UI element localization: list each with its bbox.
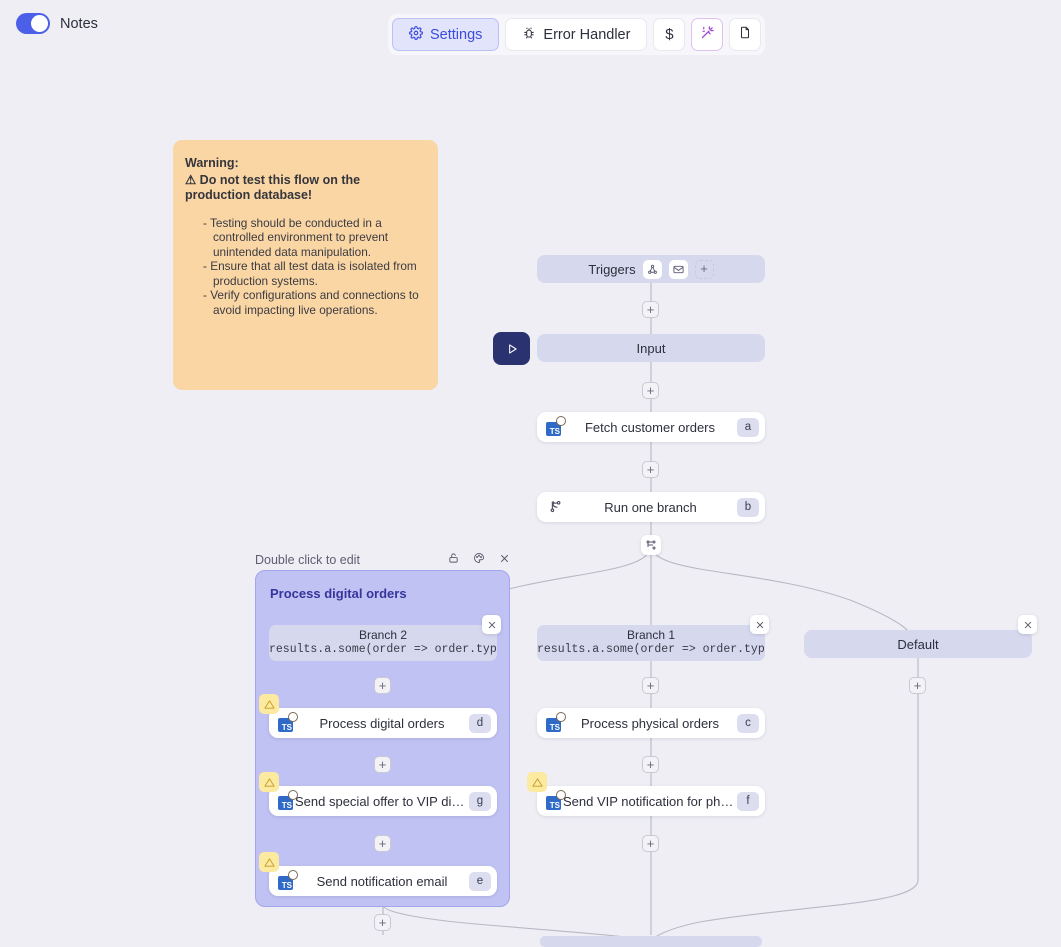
webhook-icon[interactable] [642, 259, 662, 279]
branch-split-icon[interactable] [641, 535, 661, 555]
remove-branch-button[interactable] [1018, 615, 1037, 634]
notes-label: Notes [60, 15, 98, 32]
notes-toggle-group[interactable]: Notes [16, 13, 98, 34]
cost-button[interactable]: $ [653, 18, 686, 51]
typescript-icon: TS [278, 789, 298, 810]
run-flow-button[interactable] [493, 332, 530, 365]
typescript-icon: TS [546, 711, 566, 732]
node-badge: c [737, 713, 759, 733]
add-node-button[interactable]: + [642, 461, 659, 478]
typescript-icon: TS [278, 869, 298, 890]
node-send-notification-email[interactable]: TS Send notification email e [259, 852, 497, 896]
branch-expression: results.a.some(order => order.type [537, 643, 765, 656]
branch-icon [548, 499, 564, 515]
add-node-button[interactable]: + [642, 677, 659, 694]
magic-wand-button[interactable] [691, 18, 724, 51]
email-icon[interactable] [668, 259, 688, 279]
node-badge: f [737, 791, 759, 811]
gear-icon [409, 25, 423, 44]
typescript-icon: TS [546, 415, 566, 436]
group-title: Process digital orders [270, 586, 407, 601]
node-label: Send VIP notification for physical... [563, 793, 737, 809]
node-badge: a [737, 417, 759, 437]
warning-icon[interactable] [259, 772, 279, 792]
warning-icon[interactable] [259, 694, 279, 714]
list-item: - Ensure that all test data is isolated … [203, 259, 417, 288]
node-badge: d [469, 713, 491, 733]
bug-icon [522, 26, 536, 44]
close-icon[interactable] [499, 551, 510, 569]
list-item: - Verify configurations and connections … [203, 288, 419, 318]
toggle-knob [31, 15, 48, 32]
tab-settings-label: Settings [430, 26, 483, 43]
branch-node-2[interactable]: Branch 2 results.a.some(order => order.t… [269, 625, 497, 661]
branch-name: Branch 1 [626, 628, 676, 642]
node-process-physical-orders[interactable]: TS Process physical orders c [537, 708, 765, 738]
lock-icon[interactable] [448, 551, 459, 569]
notes-toggle[interactable] [16, 13, 50, 34]
node-badge: g [469, 791, 491, 811]
add-node-button[interactable]: + [374, 835, 391, 852]
group-edit-hint: Double click to edit [255, 553, 360, 567]
add-node-button[interactable]: + [909, 677, 926, 694]
node-triggers-label: Triggers [588, 261, 636, 277]
dollar-icon: $ [665, 26, 674, 43]
group-header[interactable]: Double click to edit [255, 552, 510, 568]
document-icon [738, 25, 752, 45]
node-send-special-offer-vip[interactable]: TS Send special offer to VIP digital c..… [259, 772, 497, 816]
add-node-button[interactable]: + [642, 382, 659, 399]
remove-branch-button[interactable] [482, 615, 501, 634]
add-node-button[interactable]: + [642, 835, 659, 852]
node-input-label: Input [636, 340, 666, 356]
typescript-icon: TS [278, 711, 298, 732]
node-label: Process physical orders [581, 715, 719, 731]
top-toolbar: Notes Settings Erro [0, 0, 1061, 58]
node-badge: b [737, 497, 759, 517]
node-triggers[interactable]: Triggers + [537, 255, 765, 283]
node-fetch-customer-orders[interactable]: TS Fetch customer orders a [537, 412, 765, 442]
note-title: Warning: [185, 156, 239, 170]
remove-branch-button[interactable] [750, 615, 769, 634]
add-trigger-button[interactable]: + [694, 259, 714, 279]
warning-icon[interactable] [259, 852, 279, 872]
node-label: Send notification email [316, 873, 448, 889]
add-node-button[interactable]: + [374, 677, 391, 694]
tab-settings[interactable]: Settings [392, 18, 500, 51]
node-send-vip-notification-physical[interactable]: TS Send VIP notification for physical...… [527, 772, 765, 816]
node-input[interactable]: Input [537, 334, 765, 362]
node-label: Run one branch [604, 499, 697, 515]
tab-error-handler[interactable]: Error Handler [505, 18, 648, 51]
node-label: Fetch customer orders [584, 419, 716, 435]
group-container-digital-orders[interactable] [255, 570, 510, 907]
note-headline: ⚠ Do not test this flow on the productio… [185, 172, 361, 203]
branch-node-1[interactable]: Branch 1 results.a.some(order => order.t… [537, 625, 765, 661]
branch-expression: results.a.some(order => order.type [269, 643, 497, 656]
tab-error-handler-label: Error Handler [543, 26, 631, 43]
node-label: Process digital orders [319, 715, 445, 731]
list-item: - Testing should be conducted in a contr… [203, 215, 389, 259]
add-node-button[interactable]: + [374, 914, 391, 931]
add-node-button[interactable]: + [374, 756, 391, 773]
add-node-button[interactable]: + [642, 756, 659, 773]
node-badge: e [469, 871, 491, 891]
toolbar-button-group: Settings Error Handler $ [388, 14, 766, 55]
branch-name: Default [897, 636, 939, 652]
typescript-icon: TS [546, 789, 566, 810]
node-process-digital-orders[interactable]: TS Process digital orders d [259, 694, 497, 738]
branch-name: Branch 2 [358, 628, 408, 642]
branch-node-default[interactable]: Default [804, 630, 1032, 658]
node-run-one-branch[interactable]: Run one branch b [537, 492, 765, 522]
document-button[interactable] [729, 18, 762, 51]
warning-icon[interactable] [527, 772, 547, 792]
add-node-button[interactable]: + [642, 301, 659, 318]
magic-wand-icon [700, 25, 715, 45]
note-bullet-list: - Testing should be conducted in a contr… [203, 216, 422, 318]
palette-icon[interactable] [473, 551, 485, 569]
node-label: Send special offer to VIP digital c... [295, 793, 469, 809]
warning-note-card[interactable]: Warning: ⚠ Do not test this flow on the … [173, 140, 438, 390]
